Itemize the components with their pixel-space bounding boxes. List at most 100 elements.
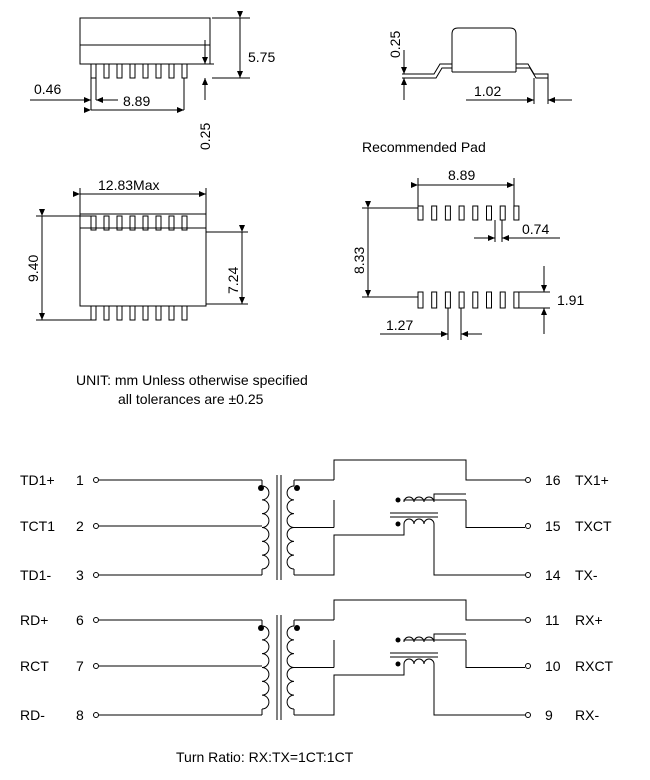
- side-lead: [142, 63, 149, 79]
- left-pin-name: RD+: [20, 612, 48, 628]
- pad-length: 1.91: [557, 292, 584, 308]
- tolerance-note: all tolerances are ±0.25: [118, 391, 264, 407]
- left-pin-name: TD1+: [20, 472, 55, 488]
- pad: [431, 291, 438, 309]
- side-lead: [103, 63, 110, 79]
- left-pin-terminal: [93, 477, 99, 483]
- pad-width: 0.74: [522, 221, 549, 237]
- pad: [472, 291, 479, 309]
- secondary-winding: [286, 625, 295, 710]
- left-pin-terminal: [93, 572, 99, 578]
- top-lead-lower: [181, 305, 188, 321]
- right-pin-number: 15: [545, 518, 561, 534]
- choke-lead: [433, 493, 466, 502]
- crossover-wire: [333, 459, 525, 481]
- left-pin-number: 6: [76, 612, 84, 628]
- choke-winding-lower: [403, 658, 435, 665]
- choke-lead: [403, 499, 466, 502]
- unit-note: UNIT: mm Unless otherwise specified: [76, 372, 308, 388]
- left-pin-terminal: [93, 663, 99, 669]
- side-lead: [116, 63, 123, 79]
- choke-lead: [433, 633, 466, 642]
- right-pin-name: TX-: [575, 567, 598, 583]
- top-lead-lower: [90, 305, 97, 321]
- side-lead: [155, 63, 162, 79]
- pads-top-row: [417, 205, 520, 221]
- side-view-leads: [90, 63, 188, 79]
- left-pin-terminal: [93, 523, 99, 529]
- pad: [513, 205, 520, 221]
- crossover-wire: [333, 599, 525, 621]
- top-view: 12.83Max 9.40 7.24: [25, 177, 248, 321]
- polarity-dot: [395, 521, 401, 527]
- left-pin-number: 7: [76, 658, 84, 674]
- left-pin-name: RCT: [20, 658, 49, 674]
- pad: [458, 205, 465, 221]
- right-pin-number: 16: [545, 472, 561, 488]
- pad: [499, 291, 506, 309]
- top-lead-lower: [116, 305, 123, 321]
- right-pin-terminal: [525, 663, 531, 669]
- pad-title: Recommended Pad: [362, 139, 486, 155]
- right-center-wire: [465, 640, 525, 668]
- left-pin-name: RD-: [20, 707, 45, 723]
- top-lead-upper: [181, 215, 188, 231]
- right-pin-name: RX-: [575, 707, 599, 723]
- pad: [458, 291, 465, 309]
- package-body-end: [451, 27, 517, 72]
- pad-row-spacing: 8.33: [351, 247, 367, 274]
- end-view: 0.25 1.02: [387, 27, 572, 104]
- choke-winding-upper: [403, 496, 435, 503]
- right-pin-name: RX+: [575, 612, 603, 628]
- choke-winding-lower: [403, 518, 435, 525]
- side-lead: [129, 63, 136, 79]
- right-pin-name: TXCT: [575, 518, 612, 534]
- left-pin-terminal: [93, 617, 99, 623]
- package-body-side: [79, 17, 211, 65]
- pad: [499, 205, 506, 221]
- dim-standoff: 0.25: [197, 123, 213, 150]
- side-lead: [90, 63, 97, 79]
- pads-bottom-row: [417, 291, 520, 309]
- side-lead: [181, 63, 188, 79]
- recommended-pad: Recommended Pad 8.89 0.74 8.33 1.91 1.27: [351, 139, 584, 340]
- polarity-dot: [258, 485, 264, 491]
- right-pin-terminal: [525, 523, 531, 529]
- top-lead-upper: [155, 215, 162, 231]
- dim-overall-width: 9.40: [25, 255, 41, 282]
- dim-end-lead-length: 1.02: [474, 83, 501, 99]
- top-lead-lower: [103, 305, 110, 321]
- right-pin-number: 11: [545, 612, 560, 628]
- left-pin-number: 1: [76, 472, 84, 488]
- pad-pitch: 1.27: [386, 317, 413, 333]
- pad: [486, 205, 492, 221]
- left-pin-name: TCT1: [20, 518, 55, 534]
- top-lead-upper: [90, 215, 97, 231]
- top-lead-upper: [142, 215, 149, 231]
- polarity-dot: [395, 497, 401, 503]
- right-pin-name: RXCT: [575, 658, 614, 674]
- dim-end-lead-thickness: 0.25: [387, 31, 403, 58]
- polarity-dot: [294, 625, 300, 631]
- choke-lead: [433, 664, 525, 716]
- top-lead-lower: [129, 305, 136, 321]
- dim-lead-width: 0.46: [34, 81, 61, 97]
- pad: [417, 205, 424, 221]
- secondary-winding: [286, 485, 295, 570]
- choke-lead: [403, 639, 466, 642]
- top-view-leads: [90, 215, 188, 321]
- left-pin-terminal: [93, 712, 99, 718]
- dim-side-height: 5.75: [248, 49, 275, 65]
- right-pin-name: TX1+: [575, 472, 609, 488]
- polarity-dot: [395, 637, 401, 643]
- polarity-dot: [395, 661, 401, 667]
- dim-body-length: 12.83Max: [98, 177, 159, 193]
- pad: [444, 291, 451, 309]
- pad-span: 8.89: [448, 167, 475, 183]
- dim-body-width: 7.24: [225, 267, 241, 294]
- left-pin-number: 8: [76, 707, 84, 723]
- polarity-dot: [258, 625, 264, 631]
- pad: [431, 205, 438, 221]
